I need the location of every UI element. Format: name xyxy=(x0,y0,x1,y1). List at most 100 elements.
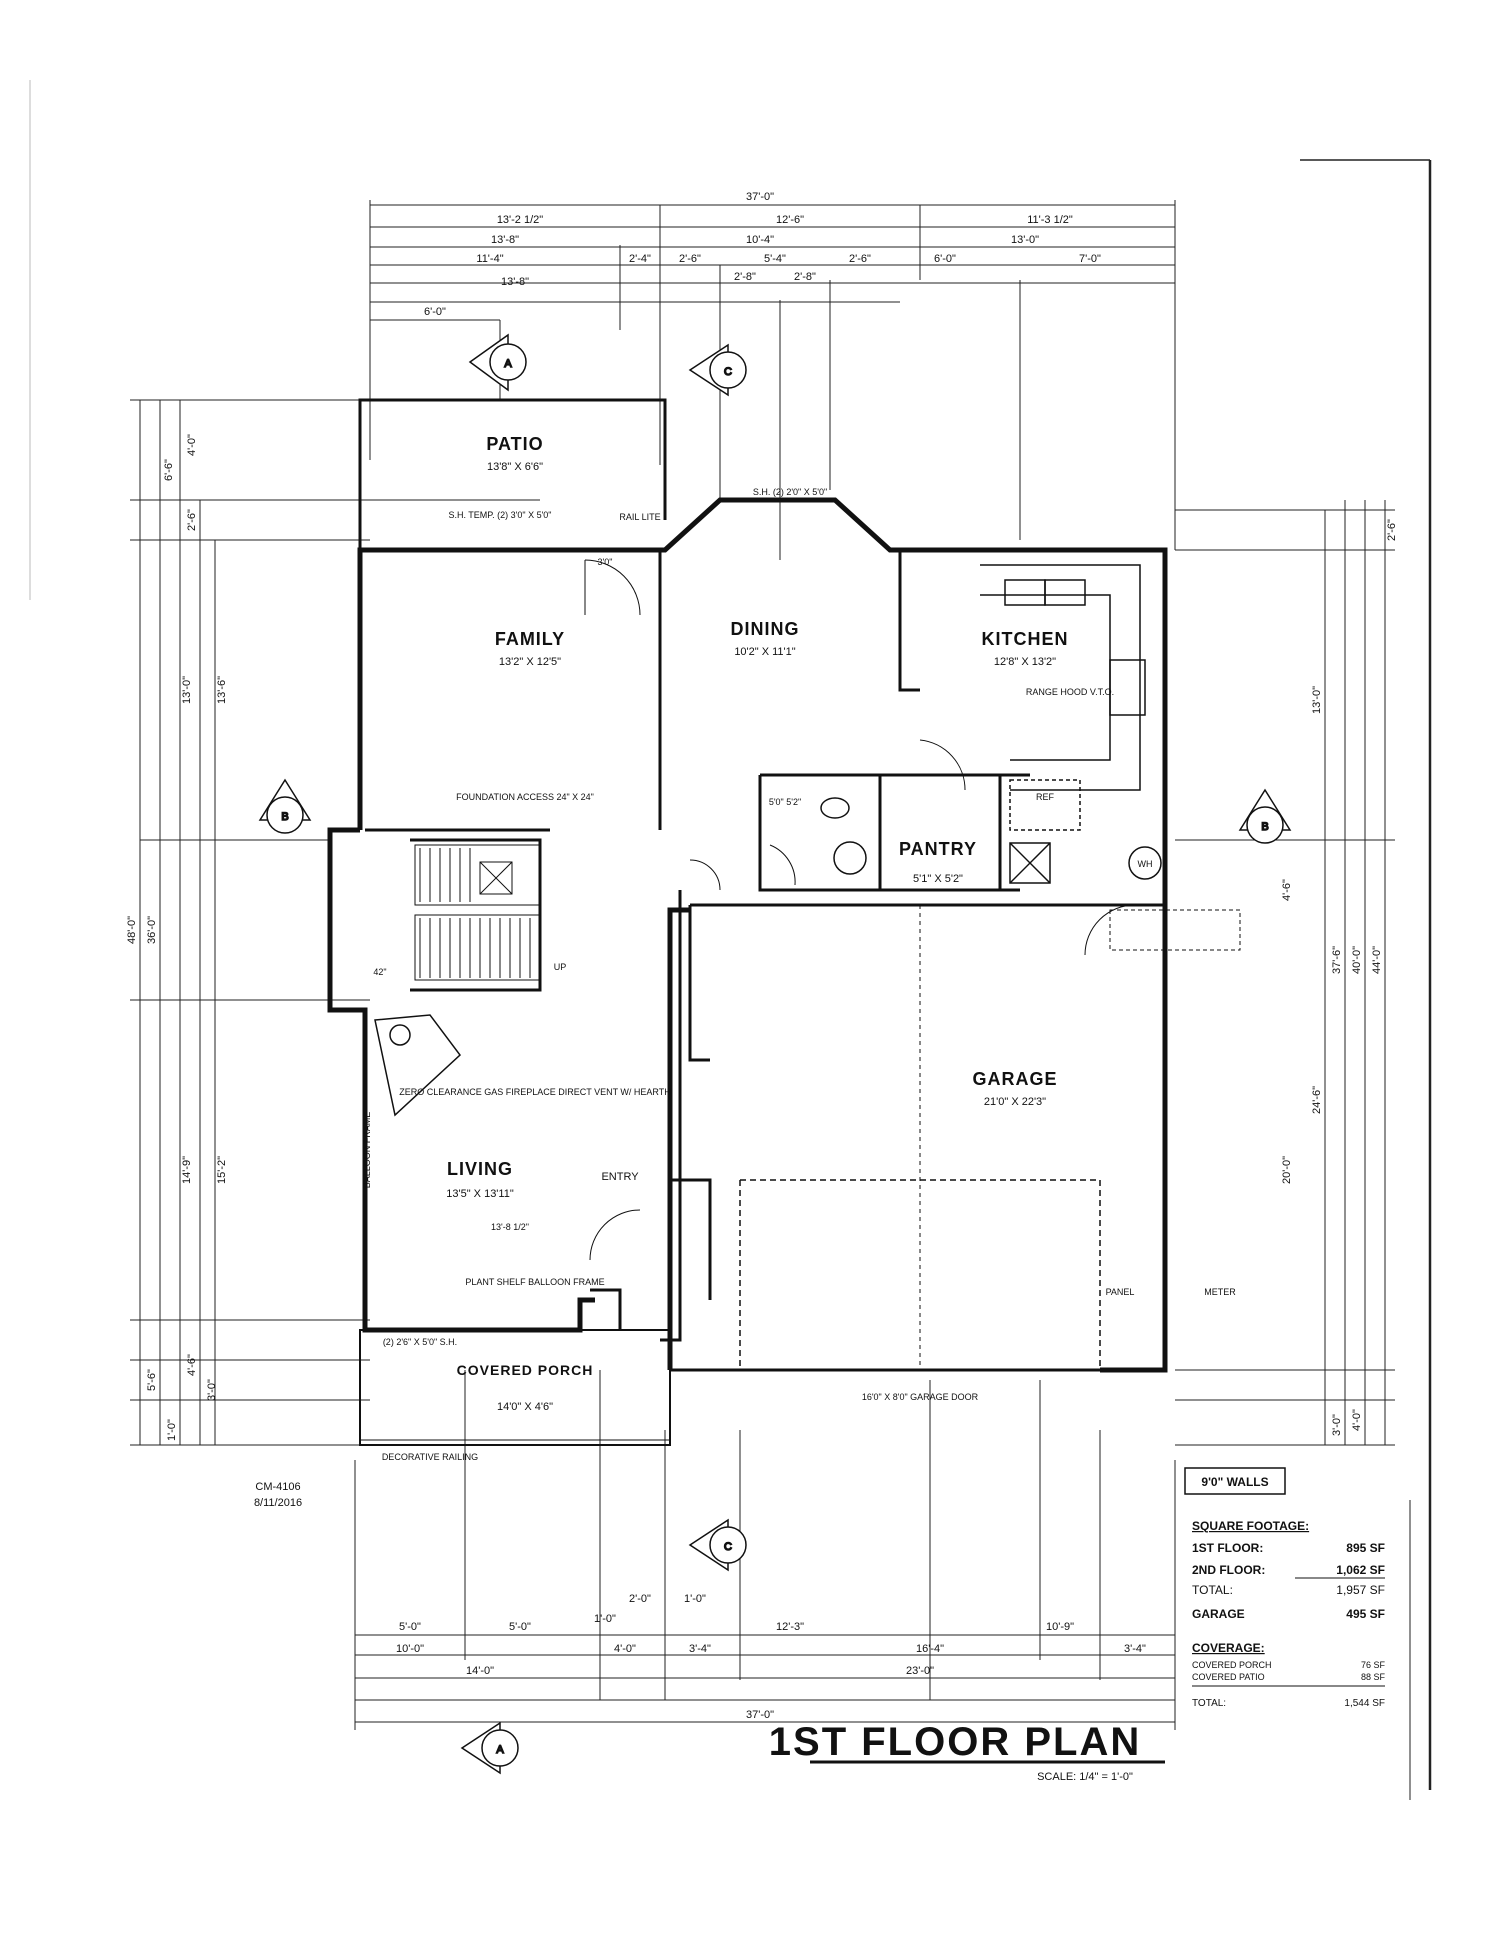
note-garage-door: 16'0" X 8'0" GARAGE DOOR xyxy=(862,1392,979,1402)
note-porch-window: (2) 2'6" X 5'0" S.H. xyxy=(383,1337,457,1347)
coverage-heading: COVERAGE: xyxy=(1192,1641,1265,1655)
note-door: 3'0" xyxy=(598,557,613,567)
dim-bottom-8: 4'-0" xyxy=(614,1643,636,1655)
bottom-dimension-lines xyxy=(354,1370,1176,1730)
sqft-row-2-value: 1,957 SF xyxy=(1336,1583,1385,1597)
dim-bottom-12: 14'-0" xyxy=(466,1665,494,1677)
dim-top-17: 6'-0" xyxy=(424,306,446,318)
dim-left-3: 13'-0" xyxy=(181,676,193,704)
title-block: 1ST FLOOR PLAN SCALE: 1/4" = 1'-0" xyxy=(769,1720,1165,1783)
right-dimension-lines xyxy=(1175,500,1395,1446)
sqft-row-1-value: 1,062 SF xyxy=(1336,1563,1385,1577)
note-up: UP xyxy=(554,962,567,972)
dim-left-4: 13'-6" xyxy=(216,676,228,704)
note-living-width: 13'-8 1/2" xyxy=(491,1222,529,1232)
note-bath: 5'0" 5'2" xyxy=(769,797,801,807)
dim-right-8: 3'-0" xyxy=(1331,1414,1343,1436)
sqft-row-3-label: GARAGE xyxy=(1192,1607,1245,1621)
note-fireplace: ZERO CLEARANCE GAS FIREPLACE DIRECT VENT… xyxy=(399,1087,671,1097)
room-dining-size: 10'2" X 11'1" xyxy=(734,646,795,658)
sqft-row-2-label: TOTAL: xyxy=(1192,1583,1233,1597)
room-pantry-size: 5'1" X 5'2" xyxy=(913,873,963,885)
dim-bottom-0: 5'-0" xyxy=(399,1621,421,1633)
section-marker-a-top: A xyxy=(468,333,527,392)
door-swings xyxy=(584,559,1241,1261)
dim-left-9: 5'-6" xyxy=(146,1369,158,1391)
dim-right-0: 2'-6" xyxy=(1386,519,1398,541)
dim-top-9: 2'-6" xyxy=(679,253,701,265)
dim-top-15: 2'-8" xyxy=(734,271,756,283)
dim-right-1: 13'-0" xyxy=(1311,686,1323,714)
svg-text:C: C xyxy=(724,366,732,378)
dim-right-2: 37'-6" xyxy=(1331,946,1343,974)
dim-top-12: 6'-0" xyxy=(934,253,956,265)
svg-text:B: B xyxy=(281,811,288,823)
stairs xyxy=(414,844,541,981)
dim-top-14: 13'-8" xyxy=(501,276,529,288)
room-living-size: 13'5" X 13'11" xyxy=(446,1188,514,1200)
svg-text:B: B xyxy=(1261,821,1268,833)
coverage-total-label: TOTAL: xyxy=(1192,1698,1226,1709)
dim-right-9: 4'-0" xyxy=(1351,1409,1363,1431)
dim-top-8: 2'-4" xyxy=(629,253,651,265)
section-marker-c-bottom: C xyxy=(688,1518,747,1572)
covered-porch-outline xyxy=(359,1329,671,1446)
note-rail-lite: RAIL LITE xyxy=(619,512,660,522)
dim-left-10: 4'-6" xyxy=(186,1354,198,1376)
kitchen-counters xyxy=(980,564,1146,831)
room-patio-size: 13'8" X 6'6" xyxy=(487,461,543,473)
room-pantry: PANTRY xyxy=(899,839,977,859)
room-garage: GARAGE xyxy=(972,1069,1057,1089)
svg-text:A: A xyxy=(504,358,512,370)
note-window-family: S.H. TEMP. (2) 3'0" X 5'0" xyxy=(448,510,551,520)
dim-left-7: 14'-9" xyxy=(181,1156,193,1184)
dim-left-2: 2'-6" xyxy=(186,509,198,531)
room-living: LIVING xyxy=(447,1159,513,1179)
plan-id-block: CM-4106 8/11/2016 xyxy=(254,1481,302,1509)
plan-date: 8/11/2016 xyxy=(254,1497,302,1509)
svg-text:A: A xyxy=(496,1744,504,1756)
dim-top-5: 10'-4" xyxy=(746,234,774,246)
note-railing: DECORATIVE RAILING xyxy=(382,1452,478,1462)
dim-top-13: 7'-0" xyxy=(1079,253,1101,265)
room-kitchen: KITCHEN xyxy=(982,629,1069,649)
dim-left-1: 4'-0" xyxy=(186,434,198,456)
walls-note: 9'0" WALLS xyxy=(1184,1467,1286,1495)
dim-top-7: 11'-4" xyxy=(476,253,503,265)
dim-top-total: 37'-0" xyxy=(746,191,774,203)
dim-bottom-14: 37'-0" xyxy=(746,1709,774,1721)
room-porch-size: 14'0" X 4'6" xyxy=(497,1401,553,1413)
sqft-row-0-label: 1ST FLOOR: xyxy=(1192,1541,1263,1555)
sqft-row-3-value: 495 SF xyxy=(1346,1607,1385,1621)
dim-top-6: 13'-0" xyxy=(1011,234,1039,246)
drawing-scale: SCALE: 1/4" = 1'-0" xyxy=(1037,1771,1133,1783)
dim-top-11: 2'-6" xyxy=(849,253,871,265)
drawing-title: 1ST FLOOR PLAN xyxy=(769,1720,1141,1764)
coverage-row-1-value: 88 SF xyxy=(1361,1672,1386,1682)
dim-right-4: 44'-0" xyxy=(1371,946,1383,974)
section-marker-b-right: B xyxy=(1238,788,1292,844)
note-meter: METER xyxy=(1204,1287,1236,1297)
square-footage-table: SQUARE FOOTAGE: 1ST FLOOR: 895 SF 2ND FL… xyxy=(1192,1519,1385,1709)
room-patio: PATIO xyxy=(486,434,543,454)
coverage-row-0-value: 76 SF xyxy=(1361,1660,1386,1670)
dim-left-6: 36'-0" xyxy=(146,916,158,944)
dim-bottom-1: 5'-0" xyxy=(509,1621,531,1633)
section-marker-c-top: C xyxy=(688,343,747,397)
bath-fixtures xyxy=(820,797,1162,884)
dim-bottom-3: 2'-0" xyxy=(629,1593,651,1605)
room-entry: ENTRY xyxy=(601,1171,639,1183)
dim-left-11: 3'-0" xyxy=(206,1379,218,1401)
dim-top-1: 13'-2 1/2" xyxy=(497,214,543,226)
dim-left-0: 6'-6" xyxy=(163,459,175,481)
dim-bottom-5: 12'-3" xyxy=(776,1621,804,1633)
room-garage-size: 21'0" X 22'3" xyxy=(984,1096,1046,1108)
coverage-total-value: 1,544 SF xyxy=(1344,1698,1385,1709)
dim-bottom-11: 3'-4" xyxy=(1124,1643,1146,1655)
left-dimension-lines xyxy=(130,399,540,1446)
dim-left-5: 48'-0" xyxy=(126,916,138,944)
dim-top-4: 13'-8" xyxy=(491,234,519,246)
exterior-walls xyxy=(327,398,1168,1373)
fireplace xyxy=(374,1014,462,1117)
